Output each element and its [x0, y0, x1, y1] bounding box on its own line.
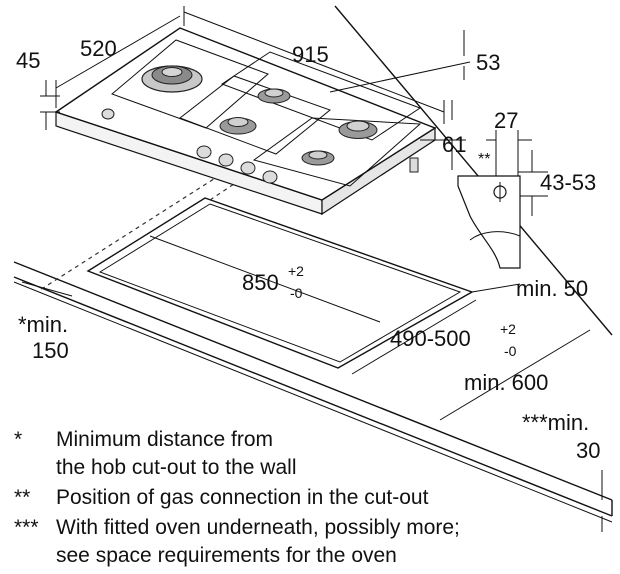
burner-rear-middle	[257, 88, 291, 104]
projection-line-left	[39, 174, 221, 291]
legend-text-3b: see space requirements for the oven	[56, 544, 397, 567]
control-knobs	[101, 108, 278, 184]
dim-cutout-depth-minus: -0	[504, 343, 517, 359]
legend: * Minimum distance from the hob cut-out …	[14, 428, 460, 567]
gas-connection-detail	[457, 130, 548, 269]
dim-gas-conn-width: 27	[494, 108, 518, 133]
dim-cutout-width-minus: -0	[290, 285, 303, 301]
burner-front-right	[301, 150, 335, 166]
dim-wall-distance-value: 150	[32, 338, 69, 363]
dim-front-distance: min. 50	[516, 276, 588, 301]
cutout-dimension-lines	[21, 235, 603, 532]
dim-cutout-width-plus: +2	[288, 263, 304, 279]
dim-cutout-depth-plus: +2	[500, 321, 516, 337]
dim-cutout-depth-base: 490-500	[390, 326, 471, 351]
dim-hob-side: 61	[442, 132, 466, 157]
dim-cutout-depth: 490-500 +2 -0	[390, 321, 517, 359]
legend-text-1b: the hob cut-out to the wall	[56, 456, 297, 479]
legend-mark-1: *	[14, 428, 22, 451]
hob	[54, 27, 437, 216]
legend-text-2a: Position of gas connection in the cut-ou…	[56, 486, 429, 509]
dim-cutout-width: 850 +2 -0	[242, 263, 304, 301]
burner-wok	[141, 65, 203, 93]
dimension-lines	[40, 6, 471, 170]
dim-hob-width: 915	[292, 42, 329, 67]
dim-cutout-width-base: 850	[242, 270, 279, 295]
dim-oven-value: 30	[576, 438, 600, 463]
dim-oven-label: ***min.	[522, 410, 589, 435]
dim-gas-conn-mark: **	[478, 151, 490, 168]
dim-hob-depth-top: 53	[476, 50, 500, 75]
legend-mark-2: **	[14, 486, 30, 509]
projection-line-front	[209, 179, 241, 201]
legend-text-3a: With fitted oven underneath, possibly mo…	[56, 516, 460, 539]
gas-connector	[409, 157, 419, 173]
legend-text-1a: Minimum distance from	[56, 428, 273, 451]
legend-mark-3: ***	[14, 516, 39, 539]
worktop	[13, 5, 613, 523]
burner-front-middle	[219, 117, 257, 135]
dim-worktop-depth: min. 600	[464, 370, 548, 395]
dim-gas-conn-height: 43-53	[540, 170, 596, 195]
burner-rear-right	[338, 120, 378, 139]
dim-wall-distance-label: *min.	[18, 312, 68, 337]
dim-burner-offset: 520	[80, 36, 117, 61]
dim-hob-height: 45	[16, 48, 40, 73]
